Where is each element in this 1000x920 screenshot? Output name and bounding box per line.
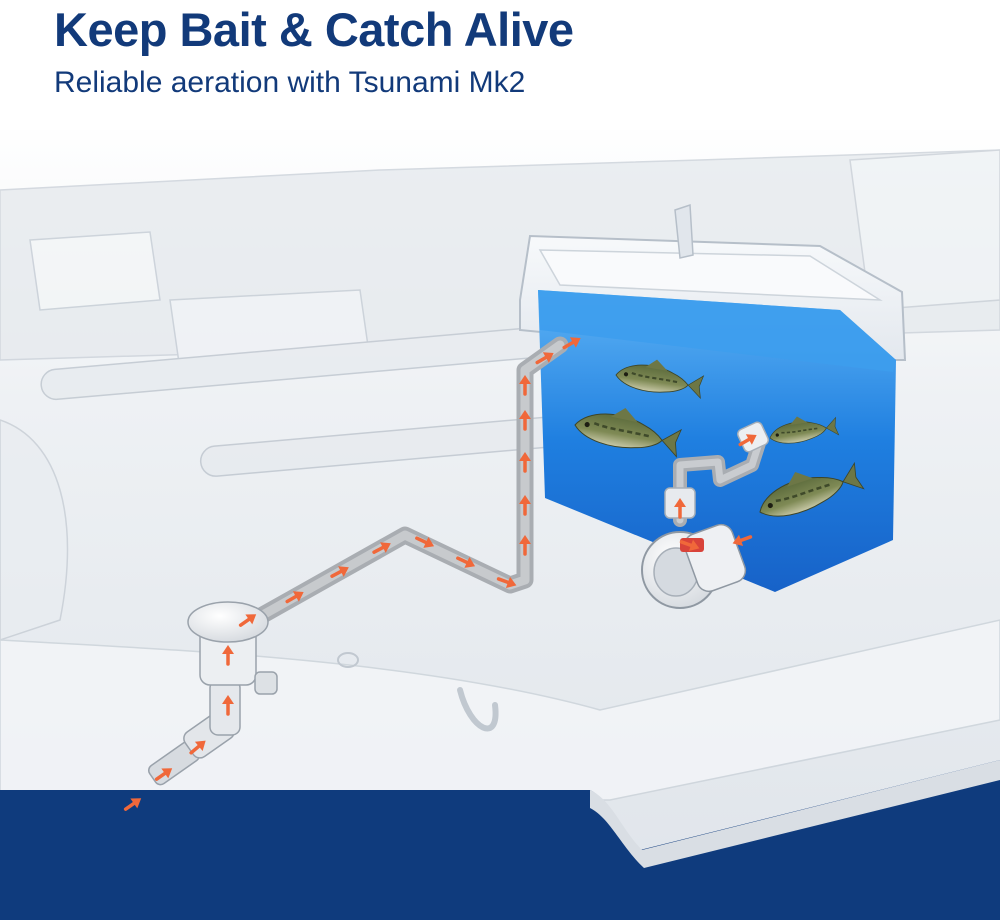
navy-band [0, 760, 1000, 920]
water [538, 290, 896, 592]
intake-pump [147, 601, 278, 786]
aerator [641, 487, 747, 609]
page-title: Keep Bait & Catch Alive [54, 3, 574, 56]
page-subtitle: Reliable aeration with Tsunami Mk2 [54, 66, 526, 99]
header: Keep Bait & Catch Alive Reliable aeratio… [0, 0, 1000, 130]
